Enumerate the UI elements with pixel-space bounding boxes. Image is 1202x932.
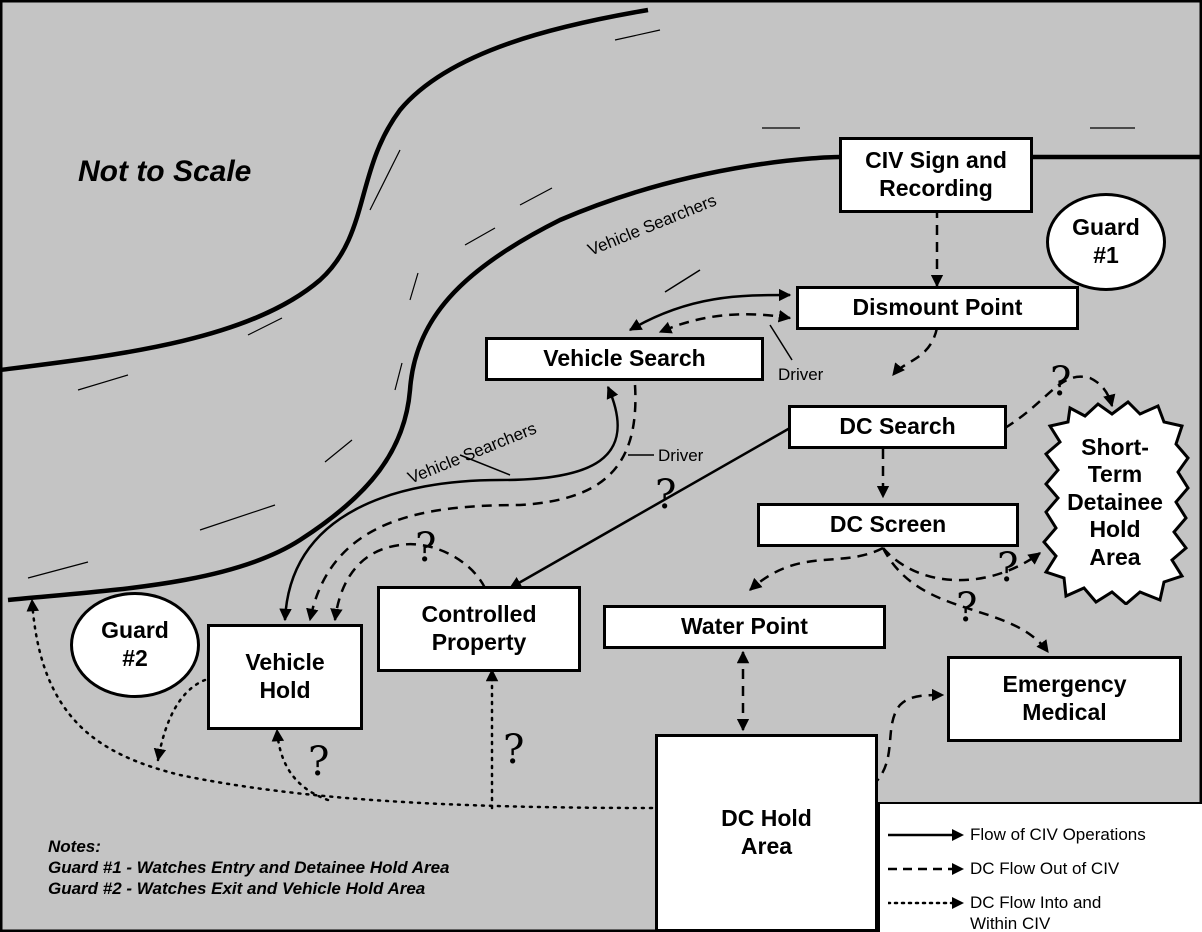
not-to-scale-note: Not to Scale [78, 155, 252, 188]
emergency-medical-label: Emergency Medical [1002, 671, 1127, 725]
dotted-flows [26, 598, 654, 810]
cloud-shape [1042, 400, 1190, 605]
notes-line-2: Guard #2 - Watches Exit and Vehicle Hold… [48, 879, 426, 898]
guard-2-label: Guard #2 [101, 617, 169, 671]
question-mark: ? [997, 545, 1019, 591]
dc-hold-area-box: DC Hold Area [655, 734, 878, 932]
notes-line-1: Guard #1 - Watches Entry and Detainee Ho… [48, 858, 450, 877]
legend-row-solid: Flow of CIV Operations [888, 824, 1146, 845]
dc-screen-label: DC Screen [829, 511, 947, 538]
vehicle-hold-label: Vehicle Hold [245, 649, 325, 703]
legend-dashed-label: DC Flow Out of CIV [970, 859, 1120, 878]
solid-flows [279, 288, 792, 622]
solid-line-swatch [888, 829, 964, 841]
vehicle-hold-box: Vehicle Hold [207, 624, 363, 730]
controlled-property-label: Controlled Property [421, 601, 537, 655]
dashed-flows [306, 208, 1116, 798]
short-term-hold-label: Short- Term Detainee Hold Area [1067, 433, 1163, 570]
legend-solid-label: Flow of CIV Operations [970, 825, 1146, 844]
notes-heading: Notes: [48, 837, 101, 856]
dotted-line-swatch [888, 897, 964, 909]
notes-block: Notes: Guard #1 - Watches Entry and Deta… [48, 836, 450, 899]
legend: Flow of CIV Operations DC Flow Out of CI… [878, 802, 1202, 932]
dc-screen-box: DC Screen [757, 503, 1019, 547]
civ-sign-label: CIV Sign and Recording [865, 147, 1007, 201]
question-mark: ? [308, 739, 330, 785]
dc-search-label: DC Search [839, 413, 956, 440]
dashed-line-swatch [888, 863, 964, 875]
lane-marks [27, 29, 1135, 579]
short-term-hold-area: Short- Term Detainee Hold Area [1040, 400, 1190, 605]
dc-search-box: DC Search [788, 405, 1007, 449]
question-mark: ? [415, 525, 437, 571]
guard-2: Guard #2 [70, 592, 200, 698]
legend-row-dashed: DC Flow Out of CIV [888, 858, 1119, 879]
dismount-point-label: Dismount Point [852, 294, 1023, 321]
question-mark: ? [956, 585, 978, 631]
guard-1: Guard #1 [1046, 193, 1166, 291]
question-mark: ? [503, 727, 525, 773]
controlled-property-box: Controlled Property [377, 586, 581, 672]
water-point-box: Water Point [603, 605, 886, 649]
question-mark: ? [1050, 359, 1072, 405]
road-edge-outer [0, 7, 649, 373]
legend-row-dotted: DC Flow Into and Within CIV [888, 892, 1101, 932]
emergency-medical-box: Emergency Medical [947, 656, 1182, 742]
legend-dotted-label: DC Flow Into and Within CIV [970, 893, 1102, 932]
water-point-label: Water Point [681, 613, 808, 640]
dc-hold-area-label: DC Hold Area [721, 805, 812, 859]
driver-label-top: Driver [778, 365, 824, 384]
vehicle-search-label: Vehicle Search [543, 345, 706, 372]
vehicle-search-box: Vehicle Search [485, 337, 764, 381]
civ-sign-box: CIV Sign and Recording [839, 137, 1033, 213]
question-mark: ? [655, 472, 677, 518]
guard-1-label: Guard #1 [1072, 214, 1140, 268]
dismount-point-box: Dismount Point [796, 286, 1079, 330]
driver-label-bottom: Driver [658, 446, 704, 465]
